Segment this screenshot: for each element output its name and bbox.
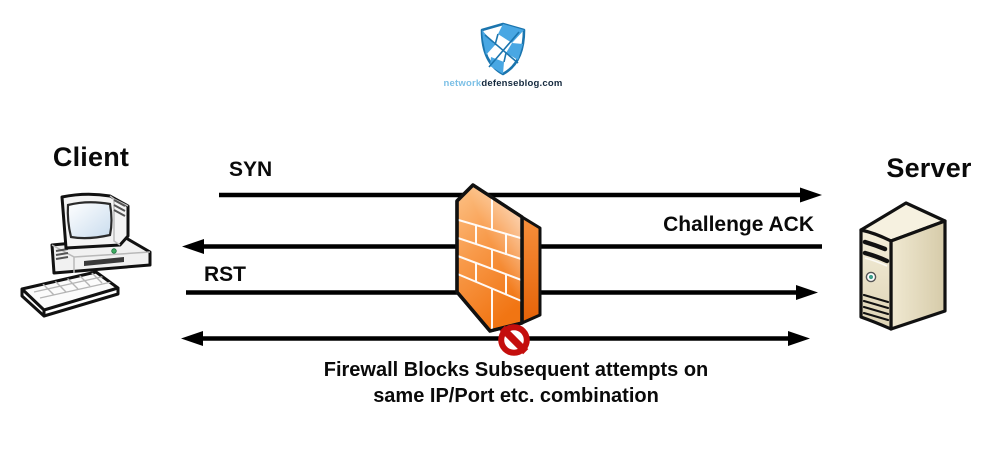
server-tower-icon [859, 201, 947, 331]
caption-line-2: same IP/Port etc. combination [373, 385, 659, 407]
diagram-caption: Firewall Blocks Subsequent attempts on s… [216, 357, 816, 409]
syn-message-label: SYN [229, 158, 273, 181]
syn-arrow [219, 187, 822, 203]
logo-brand-suffix: defenseblog.com [481, 78, 563, 89]
firewall-icon [455, 183, 542, 333]
blocked-attempt-arrow [181, 331, 810, 346]
client-computer-icon [20, 192, 152, 318]
shield-logo-icon [480, 22, 526, 76]
rst-message-label: RST [204, 263, 246, 286]
site-logo-text: networkdefenseblog.com [408, 78, 598, 89]
caption-line-1: Firewall Blocks Subsequent attempts on [323, 359, 709, 381]
server-node-label: Server [886, 153, 972, 183]
client-node-label: Client [52, 142, 130, 172]
site-logo: networkdefenseblog.com [408, 22, 598, 89]
blocked-icon [498, 324, 530, 356]
challenge-ack-message-label: Challenge ACK [663, 213, 814, 236]
logo-brand-prefix: network [443, 78, 482, 89]
